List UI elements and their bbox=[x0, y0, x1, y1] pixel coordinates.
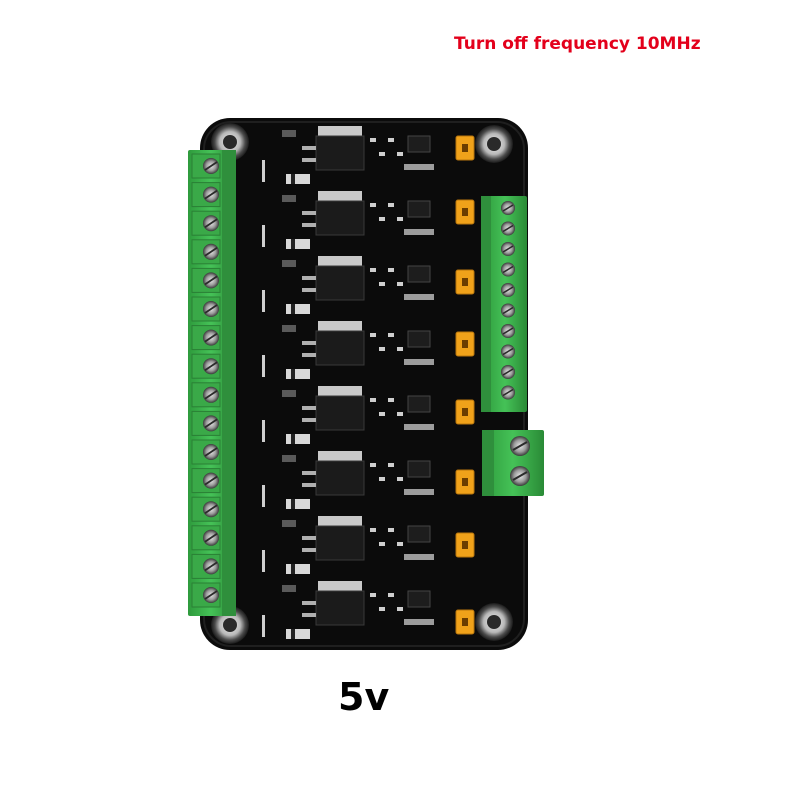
jumper bbox=[455, 135, 475, 161]
jumper bbox=[455, 269, 475, 295]
mosfet-channel bbox=[262, 191, 434, 249]
mosfet-channel bbox=[262, 256, 434, 314]
mosfet-channel bbox=[262, 451, 434, 509]
mosfet-channel bbox=[262, 516, 434, 574]
mosfet-channel bbox=[262, 581, 434, 639]
mosfet-channel bbox=[262, 386, 434, 444]
mosfet-channel bbox=[262, 321, 434, 379]
jumper bbox=[455, 331, 475, 357]
mosfet-channels bbox=[262, 126, 434, 639]
left-terminal-block bbox=[188, 150, 236, 616]
jumper bbox=[455, 399, 475, 425]
jumper bbox=[455, 469, 475, 495]
jumper bbox=[455, 609, 475, 635]
right-terminal-block bbox=[481, 196, 527, 412]
voltage-label: 5v bbox=[338, 675, 390, 719]
frequency-caption: Turn off frequency 10MHz bbox=[454, 34, 701, 54]
jumper bbox=[455, 532, 475, 558]
jumper-headers bbox=[455, 135, 475, 635]
pcb-board bbox=[200, 118, 528, 650]
power-terminal-block bbox=[482, 430, 544, 496]
mosfet-channel bbox=[262, 126, 434, 184]
jumper bbox=[455, 199, 475, 225]
